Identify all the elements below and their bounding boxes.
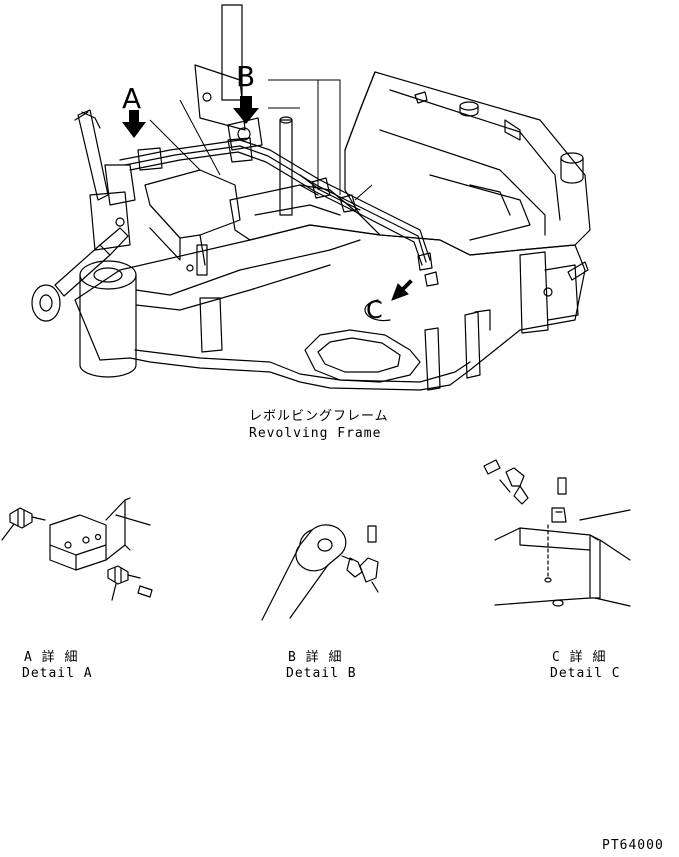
detail-c-label-jp: C 詳 細: [552, 650, 607, 665]
arrow-b-icon: [233, 96, 259, 124]
detail-c-plate: [495, 528, 598, 540]
drawing-code: PT64000: [602, 838, 664, 853]
detail-a-label-en: Detail A: [22, 666, 93, 681]
detail-b-label-jp: B 詳 細: [288, 650, 343, 665]
detail-b-label-en: Detail B: [286, 666, 357, 681]
main-view-label-jp: レボルビングフレーム: [249, 409, 389, 424]
callout-c-label: C: [366, 296, 383, 324]
detail-a-label-jp: A 詳 細: [24, 650, 79, 665]
arrow-a-icon: [122, 110, 146, 138]
callout-a-label: A: [122, 82, 142, 115]
callout-b-label: B: [236, 60, 256, 93]
floor-opening: [305, 330, 420, 382]
detail-c-label-en: Detail C: [550, 666, 621, 681]
arrow-c-icon: [392, 280, 412, 300]
counterweight: [345, 72, 590, 255]
boom-pin-boss: [80, 275, 136, 377]
main-view-label-en: Revolving Frame: [249, 426, 382, 441]
detail-b-cylinder: [262, 545, 300, 620]
